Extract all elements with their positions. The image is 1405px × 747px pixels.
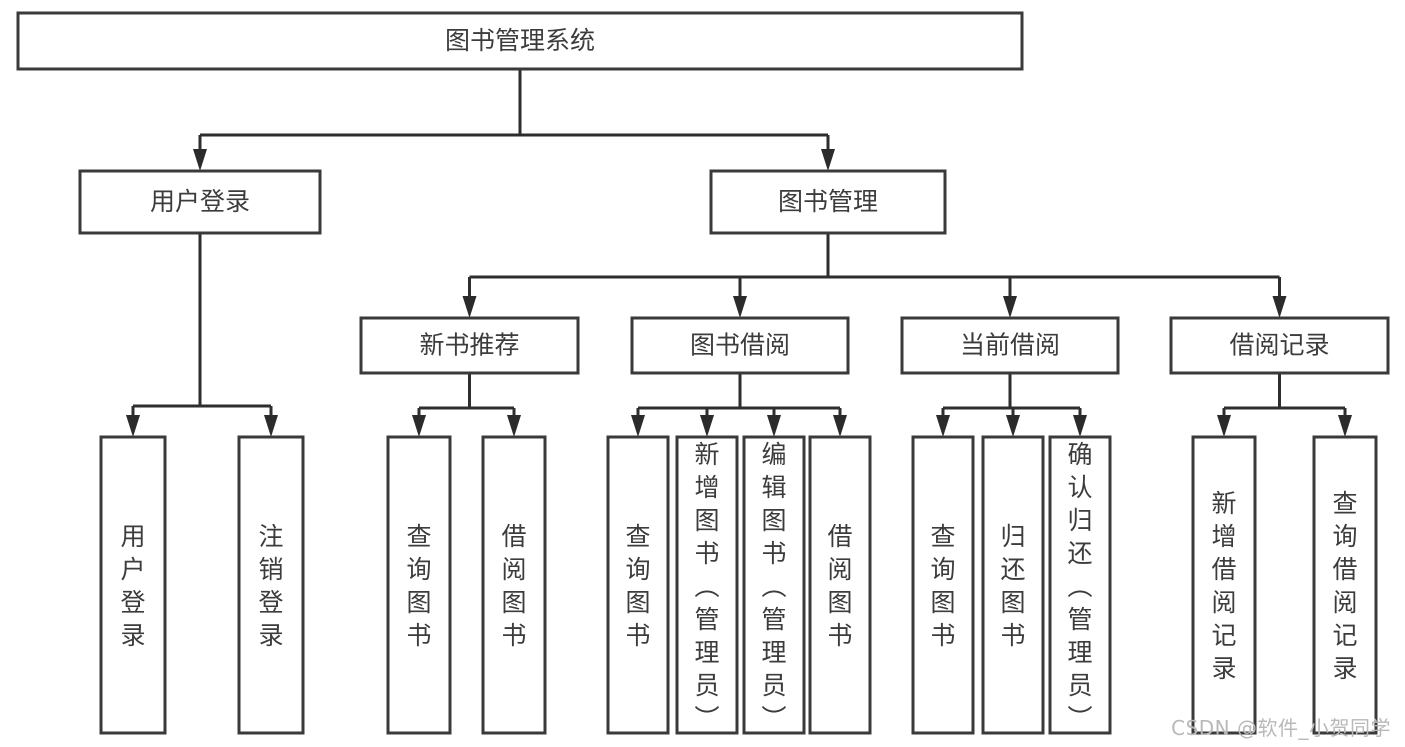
node-leaf-query-borrow-record-box[interactable] (1312, 435, 1378, 735)
node-leaf-query-book-current-label: 查询图书 (930, 522, 955, 650)
node-leaf-edit-book-admin-box[interactable] (742, 435, 806, 735)
connector-arrowhead (462, 296, 477, 318)
node-leaf-edit-book-admin-label: 编辑图书︵管理员︶ (761, 440, 786, 733)
node-leaf-return-book-label: 归还图书 (1000, 522, 1025, 650)
connector-arrowhead (1073, 415, 1087, 437)
connector-arrowhead (1217, 415, 1231, 437)
node-current-borrow-label: 当前借阅 (960, 331, 1060, 360)
connector-arrowhead (821, 149, 835, 171)
node-root-label: 图书管理系统 (445, 26, 595, 55)
node-leaf-confirm-return-admin-label: 确认归还︵管理员︶ (1067, 440, 1092, 733)
node-leaf-logout-box[interactable] (237, 435, 305, 735)
node-borrow-record-box[interactable] (1169, 316, 1390, 375)
node-new-book-recommend-box[interactable] (359, 316, 580, 375)
connector-arrowhead (126, 415, 140, 437)
connector-arrowhead (1338, 415, 1352, 437)
node-leaf-borrow-book-box[interactable] (808, 435, 872, 735)
node-root-box[interactable] (16, 11, 1024, 71)
node-leaf-query-book-current-box[interactable] (911, 435, 975, 735)
connector-arrowhead (936, 415, 950, 437)
node-book-borrow-box[interactable] (630, 316, 850, 375)
node-leaf-query-book-recommend-label: 查询图书 (406, 522, 431, 650)
node-book-management-box[interactable] (709, 169, 947, 235)
node-leaf-add-book-admin-box[interactable] (675, 435, 739, 735)
node-leaf-borrow-book-recommend-label: 借阅图书 (501, 522, 526, 650)
node-leaf-borrow-book-recommend-box[interactable] (481, 435, 547, 735)
connector-arrowhead (1006, 415, 1020, 437)
node-leaf-query-book-borrow-label: 查询图书 (625, 522, 650, 650)
node-leaf-query-book-recommend-box[interactable] (386, 435, 452, 735)
node-leaf-query-book-borrow-box[interactable] (606, 435, 670, 735)
node-leaf-borrow-book-label: 借阅图书 (827, 522, 852, 650)
node-leaf-user-login-label: 用户登录 (120, 522, 145, 650)
node-user-login-label: 用户登录 (150, 187, 250, 216)
connector-arrowhead (507, 415, 521, 437)
connector-arrowhead (412, 415, 426, 437)
node-leaf-add-borrow-record-box[interactable] (1191, 435, 1257, 735)
node-book-management-label: 图书管理 (778, 187, 878, 216)
node-borrow-record-label: 借阅记录 (1229, 331, 1329, 360)
connector-arrowhead (631, 415, 645, 437)
connector-arrowhead (1003, 296, 1017, 318)
connector-arrowhead (700, 415, 714, 437)
node-user-login-box[interactable] (78, 169, 322, 235)
node-leaf-return-book-box[interactable] (981, 435, 1045, 735)
connector-arrowhead (733, 296, 747, 318)
node-leaf-user-login-box[interactable] (99, 435, 167, 735)
node-leaf-add-borrow-record-label: 新增借阅记录 (1211, 489, 1236, 683)
node-leaf-query-borrow-record-label: 查询借阅记录 (1332, 489, 1357, 683)
node-new-book-recommend-label: 新书推荐 (419, 331, 519, 360)
connector-arrowhead (193, 149, 207, 171)
node-current-borrow-box[interactable] (900, 316, 1120, 375)
node-book-borrow-label: 图书借阅 (690, 331, 790, 360)
connector-arrowhead (833, 415, 847, 437)
connector-arrowhead (767, 415, 781, 437)
connector-arrowhead (1272, 296, 1287, 318)
node-leaf-add-book-admin-label: 新增图书︵管理员︶ (694, 440, 719, 733)
connector-arrowhead (264, 415, 278, 437)
node-leaf-confirm-return-admin-box[interactable] (1048, 435, 1112, 735)
node-leaf-logout-label: 注销登录 (258, 522, 283, 650)
